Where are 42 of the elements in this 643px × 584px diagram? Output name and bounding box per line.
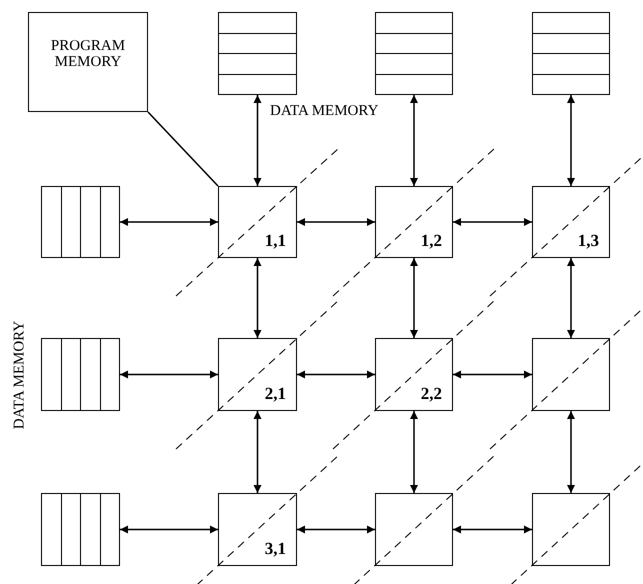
double-arrow	[120, 218, 218, 226]
processor-box	[375, 493, 453, 566]
double-arrow	[297, 370, 375, 378]
processor-index: 1,2	[420, 232, 442, 249]
double-arrow	[254, 258, 262, 338]
memory-stack	[41, 338, 120, 411]
processor-box	[532, 186, 610, 258]
processor-box	[532, 338, 610, 411]
memory-stack	[532, 12, 610, 95]
leader-line	[147, 111, 219, 187]
memory-stack	[218, 12, 297, 95]
processor-box	[375, 186, 453, 258]
processor-box	[375, 338, 453, 411]
double-arrow	[297, 526, 375, 534]
memory-stack	[41, 186, 120, 258]
double-arrow	[254, 411, 262, 493]
double-arrow	[410, 95, 418, 186]
double-arrow	[567, 258, 575, 338]
processor-box	[218, 493, 297, 566]
double-arrow	[410, 258, 418, 338]
double-arrow	[120, 370, 218, 378]
processor-box	[218, 186, 297, 258]
double-arrow	[453, 218, 532, 226]
processor-index: 1,1	[264, 232, 286, 249]
double-arrow	[567, 411, 575, 493]
memory-stack	[375, 12, 453, 95]
double-arrow	[120, 526, 218, 534]
processor-box	[218, 338, 297, 411]
double-arrow	[567, 95, 575, 186]
double-arrow	[410, 411, 418, 493]
double-arrow	[297, 218, 375, 226]
memory-stack	[41, 493, 120, 566]
processor-box	[532, 493, 610, 566]
memory-box	[28, 12, 148, 112]
processor-index: 1,3	[578, 232, 599, 249]
double-arrow	[453, 526, 532, 534]
double-arrow	[254, 95, 262, 186]
box-label: PROGRAM MEMORY	[50, 38, 126, 70]
double-arrow	[453, 370, 532, 378]
processor-index: 3,1	[264, 540, 286, 557]
processor-index: 2,2	[420, 385, 442, 402]
processor-index: 2,1	[264, 385, 286, 402]
